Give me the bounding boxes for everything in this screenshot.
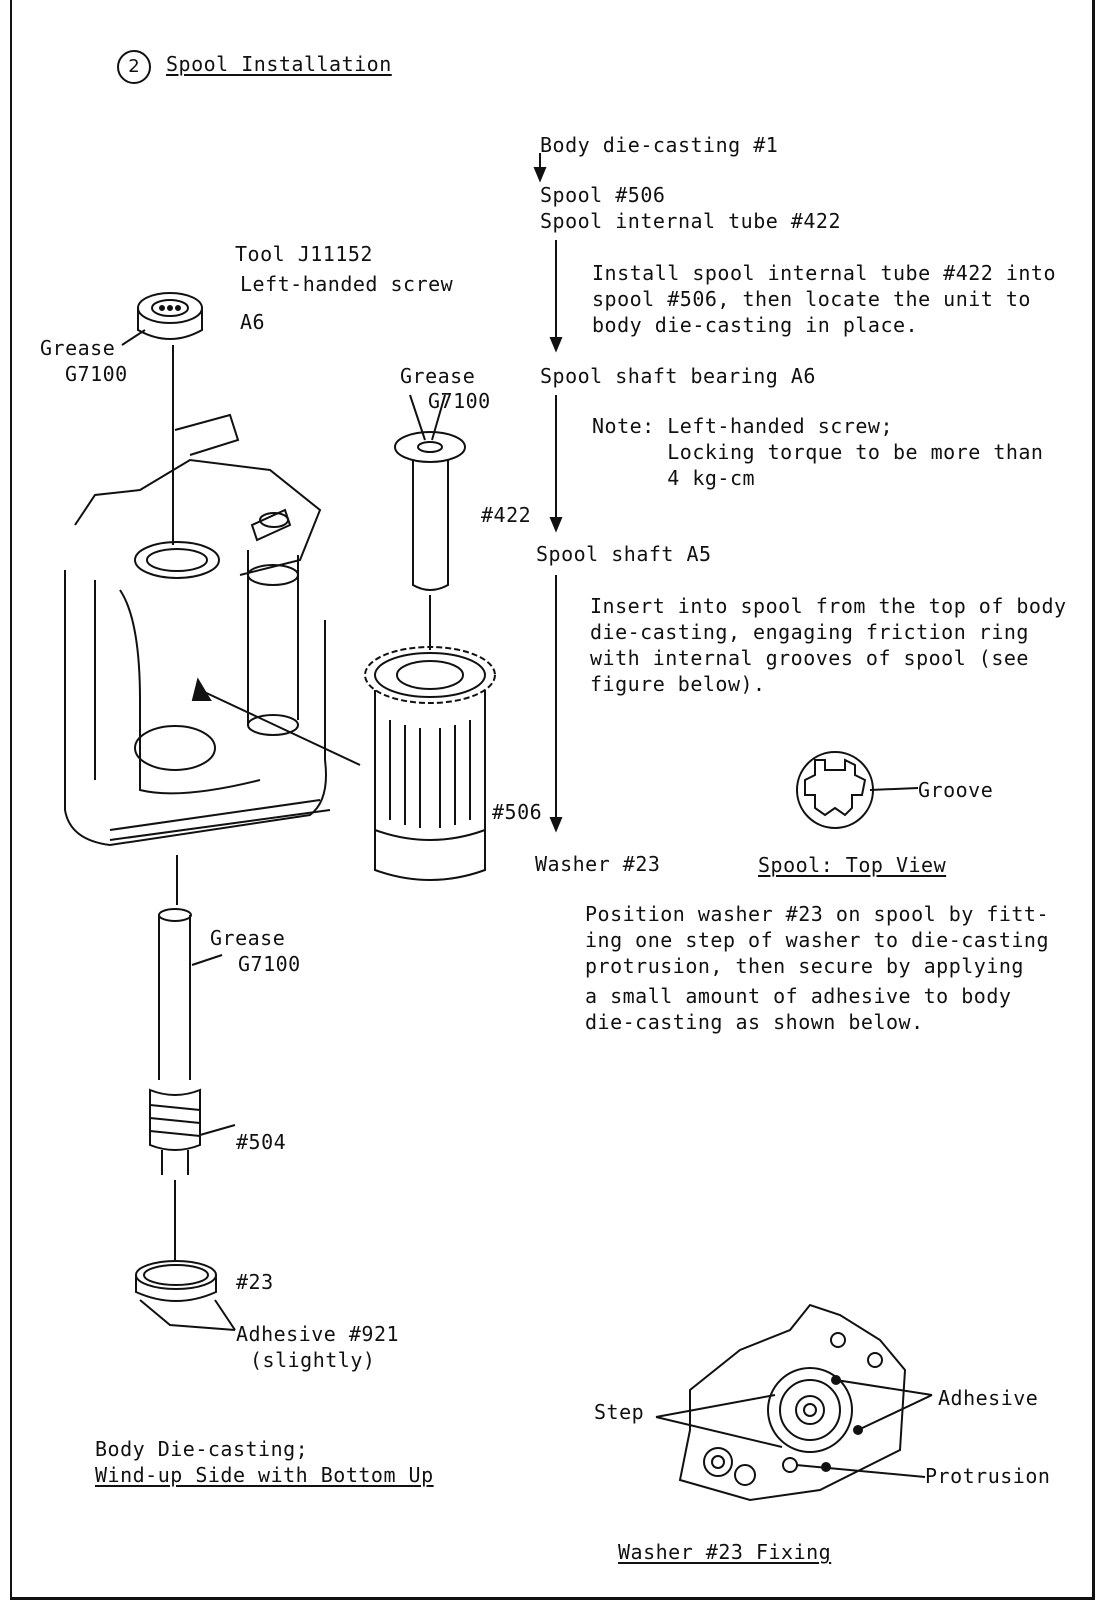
note-washer-line: die-casting as shown below. (585, 1010, 924, 1034)
grease-code-label: G7100 (428, 389, 491, 413)
flow-arrows (533, 153, 563, 833)
note-insert-line: Insert into spool from the top of body (590, 594, 1067, 618)
note-install-line: Install spool internal tube #422 into (592, 261, 1057, 285)
flow-step-body: Body die-casting #1 (540, 133, 779, 157)
page-border (10, 0, 1095, 1600)
washer-fixing-drawing (655, 1303, 933, 1502)
washer-23-drawing (135, 1260, 236, 1331)
note-install-line: body die-casting in place. (592, 313, 919, 337)
note-install-line: spool #506, then locate the unit to (592, 287, 1031, 311)
note-washer-line: a small amount of adhesive to body (585, 984, 1012, 1008)
section-title: Spool Installation (166, 52, 392, 76)
grease-code-label: G7100 (65, 362, 128, 386)
note-screw-line: 4 kg-cm (592, 466, 756, 490)
spool-shaft-drawing (149, 908, 236, 1260)
grease-code-label: G7100 (238, 952, 301, 976)
note-insert-line: figure below). (590, 672, 766, 696)
adhesive-label: Adhesive (938, 1386, 1039, 1410)
bearing-a6-drawing (121, 292, 203, 545)
part-23-label: #23 (236, 1270, 274, 1294)
spool-506-drawing (364, 646, 496, 881)
adhesive-amount-label: (slightly) (250, 1348, 376, 1372)
section-number: 2 (117, 50, 151, 84)
label-leaders (191, 954, 223, 966)
body-die-casting-drawing (64, 413, 361, 905)
protrusion-label: Protrusion (925, 1464, 1051, 1488)
left-caption-line2: Wind-up Side with Bottom Up (95, 1463, 434, 1487)
note-insert-line: die-casting, engaging friction ring (590, 620, 1029, 644)
spool-top-view-caption: Spool: Top View (758, 853, 947, 877)
note-washer-line: ing one step of washer to die-casting (585, 928, 1050, 952)
tube-422-drawing (394, 394, 466, 650)
a6-label: A6 (240, 310, 266, 334)
flow-step-shaft: Spool shaft A5 (536, 542, 712, 566)
note-insert-line: with internal grooves of spool (see (590, 646, 1029, 670)
part-506-label: #506 (492, 800, 543, 824)
note-screw-line: Note: Left-handed screw; (592, 414, 893, 438)
step-label: Step (594, 1400, 645, 1424)
washer-fixing-caption: Washer #23 Fixing (618, 1540, 832, 1564)
flow-step-spool: Spool #506 (540, 183, 666, 207)
adhesive-921-label: Adhesive #921 (236, 1322, 400, 1346)
part-504-label: #504 (236, 1130, 287, 1154)
left-caption-line1: Body Die-casting; (95, 1437, 309, 1461)
note-washer-line: Position washer #23 on spool by fitt- (585, 902, 1050, 926)
note-screw-line: Locking torque to be more than (592, 440, 1044, 464)
part-422-label: #422 (481, 503, 532, 527)
note-washer-line: protrusion, then secure by applying (585, 954, 1024, 978)
flow-step-bearing: Spool shaft bearing A6 (540, 364, 816, 388)
grease-label: Grease (400, 364, 476, 388)
flow-step-tube: Spool internal tube #422 (540, 209, 841, 233)
left-hand-screw-label: Left-handed screw (240, 272, 454, 296)
spool-top-view-drawing (796, 751, 919, 829)
flow-step-washer: Washer #23 (535, 852, 661, 876)
grease-label: Grease (210, 926, 286, 950)
tool-label: Tool J11152 (235, 242, 373, 266)
grease-label: Grease (40, 336, 116, 360)
groove-label: Groove (918, 778, 994, 802)
